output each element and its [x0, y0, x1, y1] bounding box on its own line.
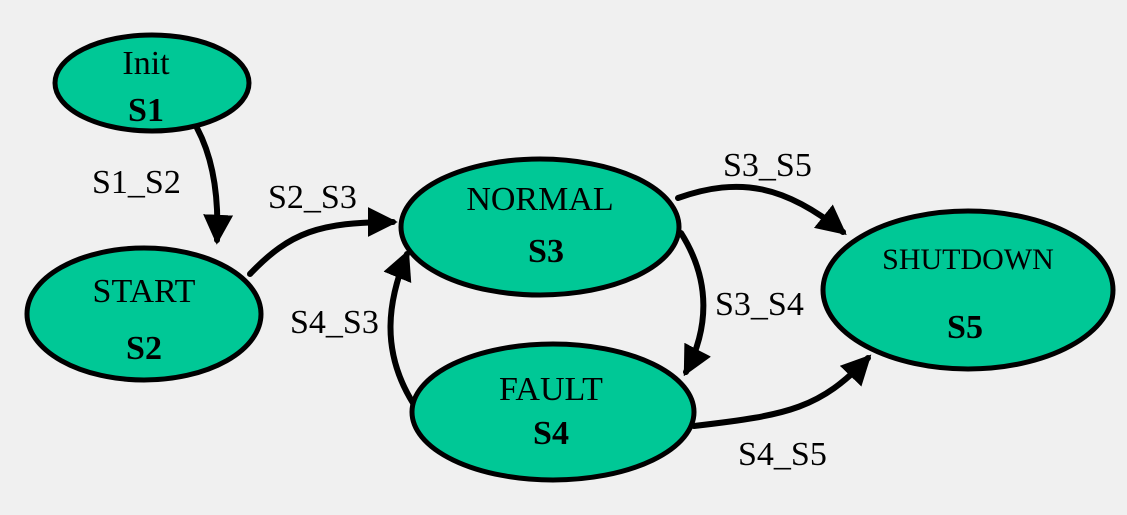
state-shutdown-shape: [820, 208, 1116, 372]
state-shutdown: SHUTDOWN S5: [820, 208, 1116, 372]
state-fault-name: FAULT: [499, 371, 603, 408]
state-shutdown-id: S5: [947, 309, 983, 346]
state-init: Init S1: [52, 32, 252, 134]
transition-s1-s2: [194, 125, 234, 245]
transition-arrow-s1-s2: [194, 125, 234, 245]
state-init-id: S1: [128, 92, 164, 129]
transition-s4-s5: [691, 354, 872, 429]
transition-label-s3-s5: S3_S5: [723, 147, 812, 184]
state-start: START S2: [24, 245, 264, 383]
transition-arrow-s4-s3: [383, 249, 416, 406]
transition-label-s1-s2: S1_S2: [92, 164, 181, 201]
state-init-name: Init: [122, 45, 170, 82]
state-normal-id: S3: [528, 233, 564, 270]
transition-arrow-s3-s4: [678, 230, 711, 377]
transition-label-s3-s4: S3_S4: [715, 286, 804, 323]
state-fault-id: S4: [533, 415, 569, 452]
transition-s4-s3: [383, 249, 416, 406]
transition-label-s4-s5: S4_S5: [738, 436, 827, 473]
transition-label-s4-s3: S4_S3: [290, 304, 379, 341]
state-start-id: S2: [126, 330, 162, 367]
state-normal-name: NORMAL: [466, 181, 613, 218]
transition-arrow-s3-s5: [675, 183, 847, 236]
transition-s2-s3: [247, 207, 398, 277]
state-start-shape: [24, 245, 264, 383]
state-normal-shape: [398, 156, 682, 298]
state-normal: NORMAL S3: [398, 156, 682, 298]
state-fault: FAULT S4: [409, 341, 697, 483]
transition-s3-s4: [678, 230, 711, 377]
state-init-shape: [52, 32, 252, 134]
state-shutdown-name: SHUTDOWN: [882, 243, 1054, 276]
transition-s3-s5: [675, 183, 847, 236]
transition-arrow-s2-s3: [247, 207, 398, 277]
transition-arrow-s4-s5: [691, 354, 872, 429]
state-fault-shape: [409, 341, 697, 483]
state-start-name: START: [93, 273, 196, 310]
transition-label-s2-s3: S2_S3: [268, 179, 357, 216]
